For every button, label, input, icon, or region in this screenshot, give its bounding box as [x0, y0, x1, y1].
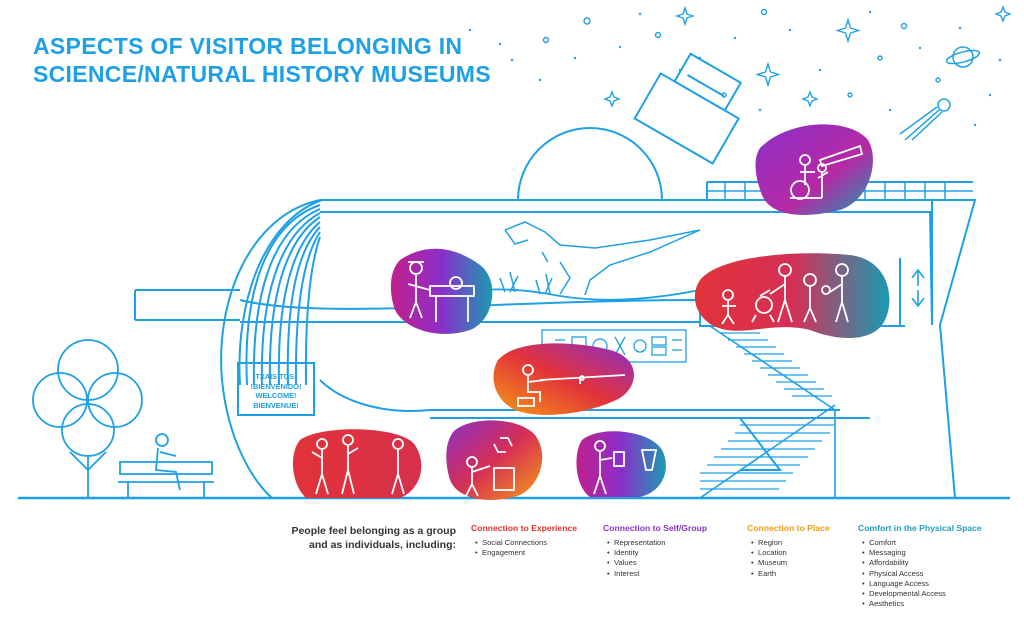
visitor-self-group	[390, 248, 493, 334]
welcome-line: WELCOME!	[255, 391, 297, 400]
observatory-dome	[517, 127, 663, 201]
category-item: Region	[751, 538, 830, 548]
intro-line-1: People feel belonging as a group	[291, 525, 456, 537]
welcome-sign: TXAIS TOS! !BIENVENIDO! WELCOME! BIENVEN…	[240, 372, 312, 410]
category-item: Language Access	[862, 579, 982, 589]
welcome-line: !BIENVENIDO!	[250, 381, 302, 391]
visitor-group-talking	[292, 429, 422, 498]
visitor-water-fountain	[576, 431, 666, 497]
category-item: Social Connections	[475, 538, 577, 548]
star-icon	[801, 90, 819, 108]
star-icon	[583, 17, 591, 25]
category-heading: Connection to Place	[747, 523, 830, 533]
intro-text: People feel belonging as a group and as …	[270, 524, 456, 552]
comet-icon	[899, 98, 951, 141]
page-title: ASPECTS OF VISITOR BELONGING IN SCIENCE/…	[33, 32, 491, 88]
category-item: Aesthetics	[862, 599, 982, 609]
category-list: Representation Identity Values Interest	[603, 538, 707, 579]
category-item: Representation	[607, 538, 707, 548]
category-item: Location	[751, 548, 830, 558]
small-stars	[468, 10, 1002, 127]
category-experience: Connection to Experience Social Connecti…	[471, 523, 578, 559]
star-icon	[847, 92, 853, 98]
recycle-icon	[493, 437, 513, 453]
star-icon	[603, 90, 621, 108]
category-item: Comfort	[862, 538, 982, 548]
night-sky	[542, 5, 1012, 108]
category-list: Region Location Museum Earth	[747, 538, 830, 579]
star-icon	[935, 77, 941, 83]
planet-icon	[945, 46, 981, 68]
category-self-group: Connection to Self/Group Representation …	[603, 523, 707, 579]
category-comfort: Comfort in the Physical Space Comfort Me…	[858, 523, 982, 610]
star-icon	[994, 5, 1012, 23]
category-place: Connection to Place Region Location Muse…	[747, 523, 830, 579]
star-icon	[900, 22, 908, 30]
category-item: Developmental Access	[862, 589, 982, 599]
category-item: Interest	[607, 569, 707, 579]
category-list: Comfort Messaging Affordability Physical…	[858, 538, 982, 610]
category-heading: Connection to Self/Group	[603, 523, 708, 533]
visitor-reading-exhibit	[493, 343, 634, 415]
title-line-2: SCIENCE/NATURAL HISTORY MUSEUMS	[33, 61, 491, 87]
star-icon	[755, 61, 781, 88]
bench-icon	[118, 433, 214, 498]
category-item: Values	[607, 558, 707, 568]
star-icon	[542, 36, 550, 44]
title-line-1: ASPECTS OF VISITOR BELONGING IN	[33, 33, 463, 59]
category-item: Engagement	[475, 548, 577, 558]
category-item: Earth	[751, 569, 830, 579]
category-item: Physical Access	[862, 569, 982, 579]
intro-line-2: and as individuals, including:	[308, 539, 456, 551]
telescope	[633, 52, 743, 165]
welcome-line: BIENVENUE!	[253, 400, 299, 410]
category-list: Social Connections Engagement	[471, 538, 577, 559]
star-icon	[877, 55, 883, 61]
water-fountain-icon	[640, 449, 658, 471]
category-heading: Comfort in the Physical Space	[858, 523, 982, 533]
category-item: Affordability	[862, 558, 982, 568]
tree-icon	[32, 339, 143, 498]
visitor-group-telescope	[755, 124, 873, 215]
category-item: Messaging	[862, 548, 982, 558]
star-icon	[760, 8, 768, 16]
category-heading: Connection to Experience	[471, 523, 578, 533]
family-group	[694, 253, 890, 339]
star-icon	[654, 31, 662, 39]
elevator-arrows-icon	[911, 268, 925, 308]
star-icon	[835, 17, 861, 44]
category-item: Identity	[607, 548, 707, 558]
star-icon	[674, 5, 696, 27]
welcome-line: TXAIS TOS!	[255, 372, 297, 381]
visitor-recycling	[446, 420, 543, 500]
category-item: Museum	[751, 558, 830, 568]
